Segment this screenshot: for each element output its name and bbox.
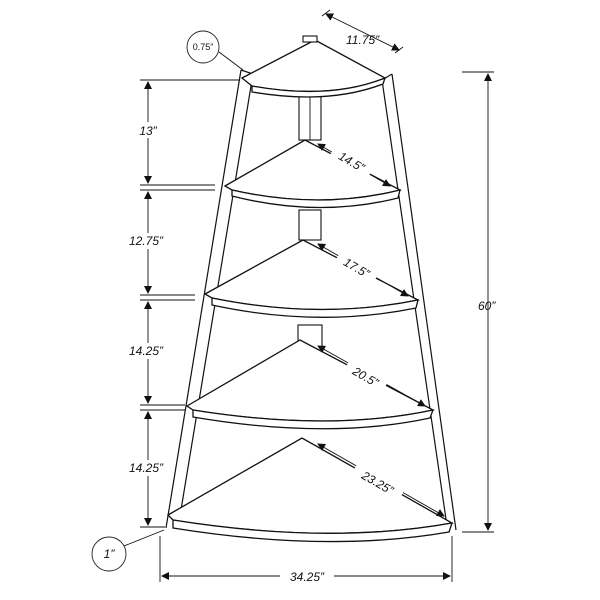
total-width-label: 34.25” xyxy=(290,570,325,584)
leg-thickness-callout: 0.75” xyxy=(186,30,244,71)
shelf-3 xyxy=(203,239,420,318)
gap-4-label: 14.25” xyxy=(129,461,164,475)
leg-thickness-label: 0.75” xyxy=(193,42,214,52)
total-height-label: 60” xyxy=(478,299,496,313)
gap-3-label: 14.25” xyxy=(129,344,164,358)
total-width-dimension: 34.25” xyxy=(159,536,453,584)
top-depth-label: 11.75” xyxy=(346,33,380,47)
shelf-1 xyxy=(240,35,387,98)
shelf-2 xyxy=(223,139,402,209)
vertical-spacing-dimensions: 13” 12.75” 14.25” 14.25” xyxy=(118,79,240,528)
top-depth-dimension: 11.75” xyxy=(321,9,404,54)
shelf-5 xyxy=(166,437,454,543)
base-thickness-label: 1” xyxy=(104,547,116,561)
gap-2-label: 12.75” xyxy=(129,234,164,248)
base-thickness-callout: 1” xyxy=(91,529,165,572)
total-height-dimension: 60” xyxy=(462,71,496,533)
shelf-4 xyxy=(185,339,435,430)
gap-1-label: 13” xyxy=(139,124,157,138)
